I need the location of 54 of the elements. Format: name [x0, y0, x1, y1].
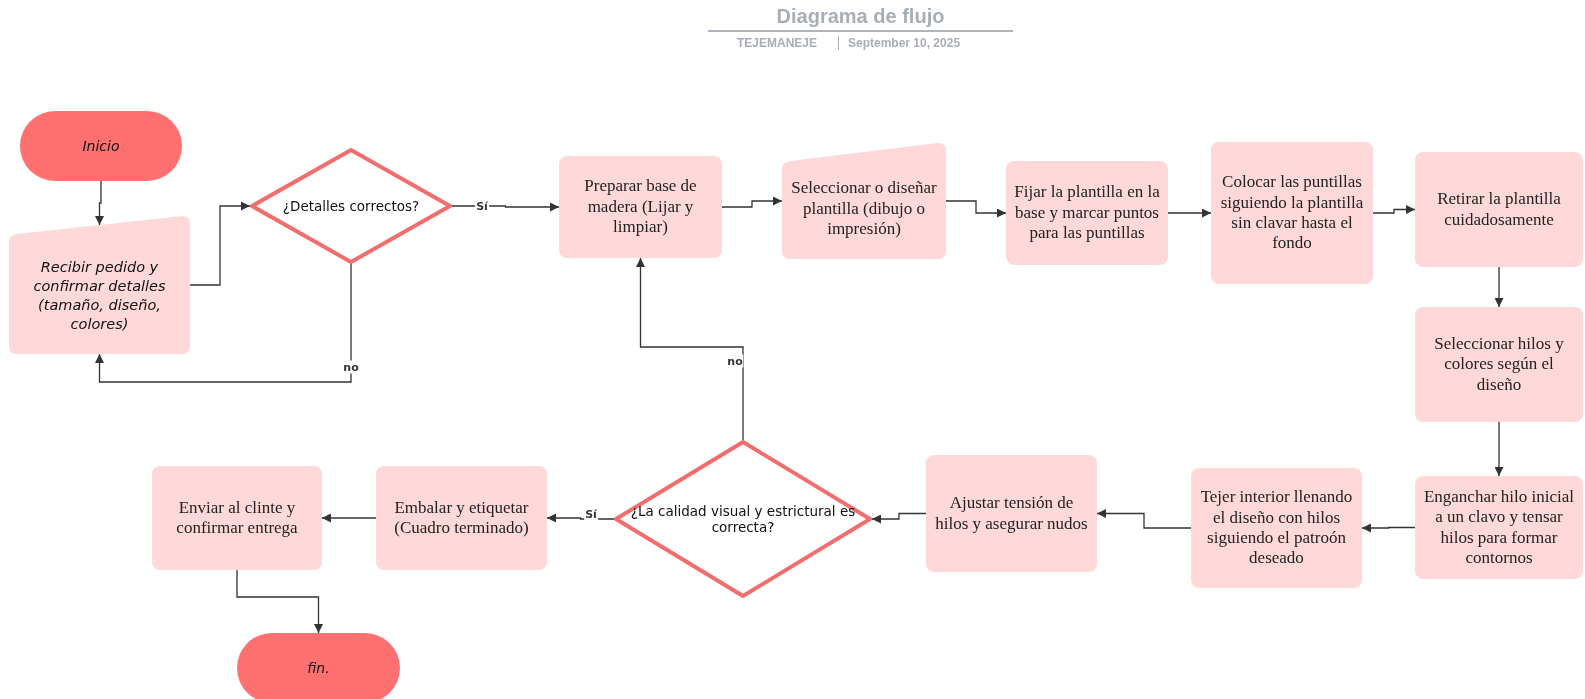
process-box: [1415, 152, 1583, 267]
decision-diamond: [250, 148, 452, 264]
arrow: [1096, 509, 1192, 529]
arrow: [546, 513, 615, 523]
node-text: Preparar base de madera (Lijar y limpiar): [583, 176, 698, 238]
node-text: Embalar y etiquetar (Cuadro terminado): [393, 497, 530, 539]
process-box: [1191, 468, 1362, 588]
node-text: Fijar la plantilla en la base y marcar puntos para las puntillas: [1013, 182, 1161, 244]
node-text: Colocar las puntillas siguiendo la plantilla sin clavar hasta el fondo: [1219, 172, 1365, 254]
decision-diamond: [614, 440, 872, 598]
edge-label: no: [726, 354, 744, 368]
node-text: fin.: [307, 660, 330, 676]
arrow: [1494, 266, 1504, 308]
arrow: [95, 180, 104, 226]
arrow: [321, 513, 377, 523]
process-box: [1211, 142, 1373, 284]
author-label: TEJEMANEJE: [737, 36, 818, 50]
process-box: [559, 156, 722, 258]
process-box: [1415, 476, 1583, 579]
arrow: [945, 200, 1007, 218]
arrow: [871, 512, 927, 524]
edge-label: Sí: [584, 507, 598, 521]
edge-label: Sí: [475, 199, 489, 213]
diagram-title: Diagrama de flujo: [708, 5, 1013, 32]
arrow: [1372, 205, 1416, 214]
process-box: [1415, 307, 1583, 422]
arrow: [236, 569, 323, 634]
node-text: Inicio: [82, 138, 120, 154]
manual-input-shape: [782, 143, 946, 259]
arrow: [636, 257, 744, 441]
arrow: [95, 263, 352, 383]
arrow: [189, 201, 251, 286]
node-text: Tejer interior llenando el diseño con hilos siguiendo el patroón deseado: [1199, 487, 1354, 569]
date-label: September 10, 2025: [848, 36, 961, 50]
arrow: [451, 202, 560, 212]
arrow: [1361, 523, 1416, 533]
manual-input-shape: [9, 216, 190, 354]
arrow: [721, 196, 783, 208]
node-text: Enviar al clinte y confirmar entrega: [175, 497, 299, 539]
node-text: Seleccionar hilos y colores según el diseño: [1433, 333, 1565, 396]
node-text: Enganchar hilo inicial a un clavo y tensar hilos para formar contornos: [1422, 486, 1576, 569]
process-box: [926, 455, 1097, 572]
process-box: [152, 466, 322, 570]
node-text: ¿Detalles correctos?: [282, 197, 420, 215]
arrow: [1167, 208, 1212, 218]
node-text: Retirar la plantilla cuidadosamente: [1436, 189, 1562, 230]
process-box: [1006, 161, 1168, 265]
edge-label: no: [342, 360, 360, 374]
node-text: ¿La calidad visual y estrictural es correcta?: [629, 502, 857, 536]
arrow: [1494, 421, 1504, 477]
process-box: [376, 466, 547, 570]
node-text: Recibir pedido y confirmar detalles (tamaño, diseño, colores): [32, 258, 167, 334]
node-text: Ajustar tensión de hilos y asegurar nudos: [934, 493, 1089, 534]
node-text: Seleccionar o diseñar plantilla (dibujo o impresión): [790, 178, 938, 240]
